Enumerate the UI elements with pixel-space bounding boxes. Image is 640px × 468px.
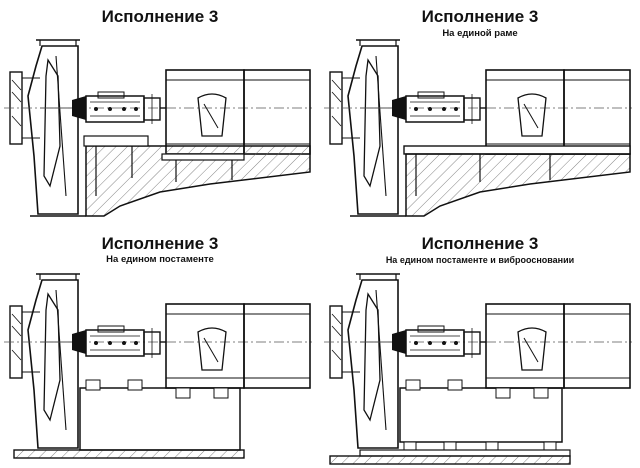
panel-subtitle: На единой раме xyxy=(442,28,518,39)
panel-subtitle: На едином постаменте и виброосновании xyxy=(385,255,575,265)
panel-pedestal: Исполнение 3 На едином постаменте xyxy=(0,234,320,468)
fan-drawing-pedestal-vibration xyxy=(323,273,633,465)
panel-subtitle: На едином постаменте xyxy=(106,254,214,265)
fan-drawing-pedestal xyxy=(3,273,313,459)
panel-pedestal-vibration: Исполнение 3 На едином постаменте и вибр… xyxy=(320,234,640,468)
panel-foundation: Исполнение 3 xyxy=(0,0,320,234)
panel-title: Исполнение 3 xyxy=(421,234,539,253)
fan-drawing-foundation xyxy=(3,39,313,217)
fan-drawing-frame xyxy=(323,39,633,217)
panel-frame: Исполнение 3 На единой раме xyxy=(320,0,640,234)
panel-title: Исполнение 3 xyxy=(421,7,539,26)
panel-title: Исполнение 3 xyxy=(101,234,219,253)
panel-title: Исполнение 3 xyxy=(101,7,219,26)
